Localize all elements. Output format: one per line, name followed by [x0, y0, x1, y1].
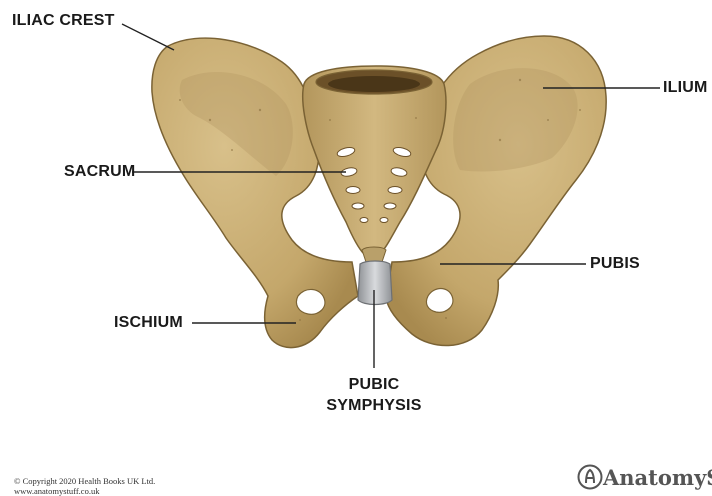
copyright-text: © Copyright 2020 Health Books UK Ltd. — [14, 476, 155, 486]
pubic-symphysis-cartilage — [358, 261, 392, 305]
brand-name: AnatomyStuff — [603, 465, 712, 490]
label-ilium: ILIUM — [663, 79, 708, 97]
sacral-canal-inner — [328, 76, 420, 92]
brand-logo: AnatomyStuff — [577, 461, 712, 495]
anatomy-logo-icon — [577, 464, 603, 490]
label-pubic-symphysis-line2: SYMPHYSIS — [324, 397, 424, 415]
label-sacrum: SACRUM — [64, 163, 135, 181]
label-ischium: ISCHIUM — [114, 314, 183, 332]
label-pubis: PUBIS — [590, 255, 640, 273]
left-obturator-foramen — [296, 289, 324, 314]
label-iliac-crest: ILIAC CREST — [12, 12, 115, 30]
right-obturator-foramen — [426, 289, 452, 313]
label-pubic-symphysis-line1: PUBIC — [324, 376, 424, 394]
coccyx — [362, 247, 386, 262]
leader-iliac-crest — [122, 24, 174, 50]
